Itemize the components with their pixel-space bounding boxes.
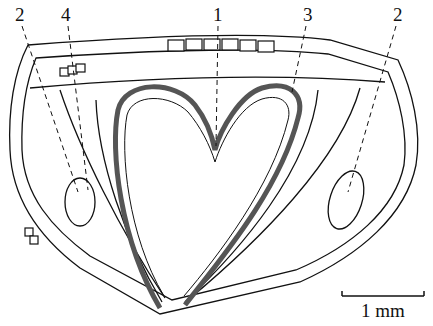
- inner-outline: [22, 50, 405, 300]
- sclerenchyma-band: [115, 86, 299, 308]
- outer-outline: [10, 35, 418, 314]
- inner-band-line: [125, 97, 289, 296]
- vascular-bundle: [65, 178, 95, 226]
- tissue-line: [30, 77, 385, 88]
- tissue-line: [96, 100, 162, 302]
- leader-lines: [22, 26, 396, 192]
- callout-number: 3: [302, 5, 314, 24]
- callout-number: 2: [392, 5, 404, 24]
- callout-number: 2: [14, 5, 26, 24]
- epidermis-cells: [25, 39, 274, 244]
- scale-bar: [342, 291, 424, 296]
- callout-number: 4: [60, 5, 72, 24]
- vascular-bundle: [322, 167, 371, 234]
- callout-number: 1: [212, 5, 224, 24]
- scale-label: 1 mm: [360, 301, 406, 320]
